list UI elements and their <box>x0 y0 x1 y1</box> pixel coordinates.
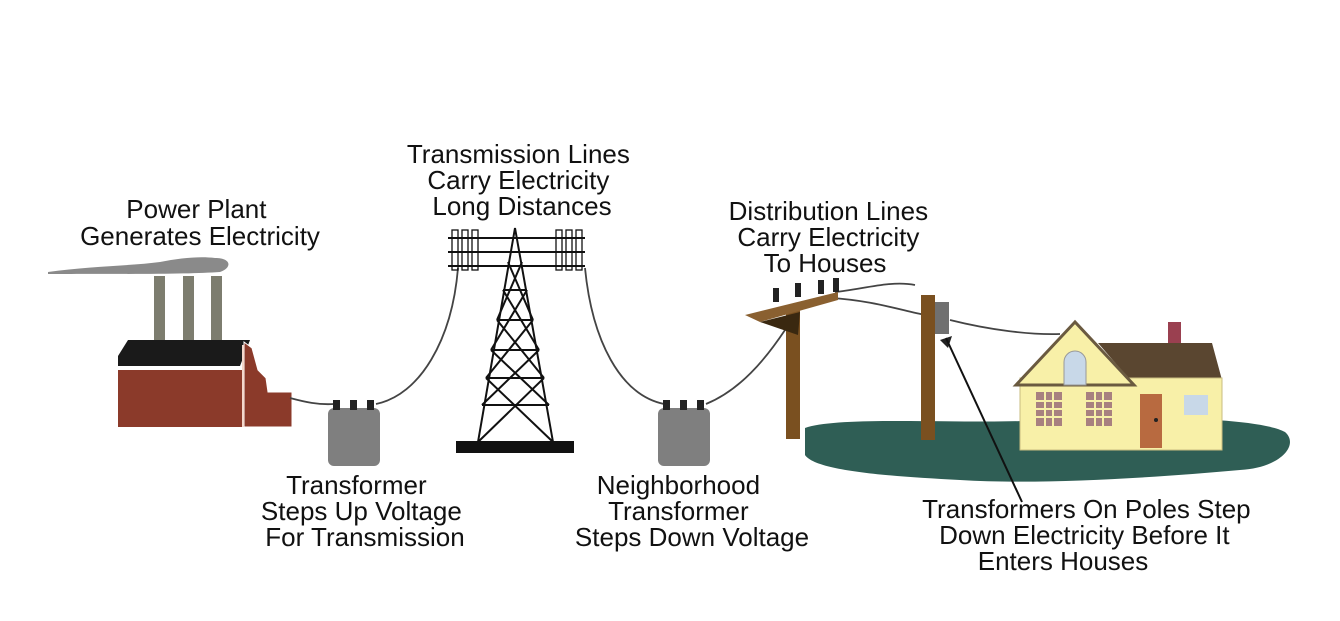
label-power-plant: Power Plant Generates Electricity <box>80 194 320 251</box>
label-step-up-transformer: Transformer Steps Up Voltage For Transmi… <box>261 470 469 552</box>
label-distribution-lines: Distribution Lines Carry Electricity To … <box>729 196 936 278</box>
label-neighborhood-transformer: Neighborhood Transformer Steps Down Volt… <box>575 470 809 552</box>
transmission-tower <box>448 227 585 453</box>
pole-with-transformer <box>921 295 952 440</box>
smoke <box>48 257 229 274</box>
neighborhood-transformer <box>658 400 710 466</box>
house <box>1012 319 1223 451</box>
power-lines <box>289 267 1061 406</box>
label-pole-transformers: Transformers On Poles Step Down Electric… <box>922 494 1258 576</box>
label-transmission-lines: Transmission Lines Carry Electricity Lon… <box>407 139 637 221</box>
pointer-arrow <box>945 337 1023 503</box>
utility-pole <box>745 278 839 439</box>
step-up-transformer <box>328 400 380 466</box>
power-plant <box>48 257 293 428</box>
